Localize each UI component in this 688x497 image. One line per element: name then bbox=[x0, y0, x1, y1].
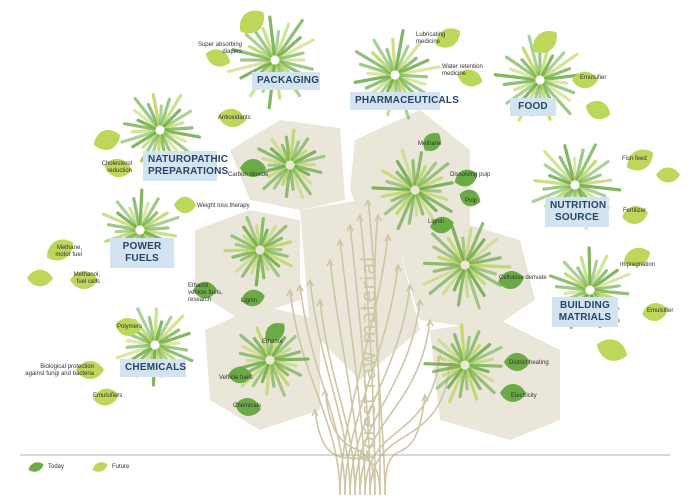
burst-ray bbox=[401, 75, 426, 76]
legend-future-leaf bbox=[91, 460, 109, 474]
burst-ray bbox=[589, 248, 590, 284]
future-leaf bbox=[91, 126, 124, 154]
label-dissolving-pulp: Dissolving pulp bbox=[450, 172, 490, 179]
category-chemicals: CHEMICALS bbox=[120, 359, 186, 377]
label-emulsifiers-chem: Emulsifiers bbox=[93, 393, 122, 400]
burst-ray bbox=[127, 345, 149, 347]
label-lignin-top: Lignin bbox=[428, 219, 444, 226]
label-carbon-dioxide: Carbon dioxide bbox=[228, 172, 268, 179]
label-vehicle-fuels: Vehicle fuels bbox=[219, 375, 253, 382]
label-emulsifier-food: Emulsifier bbox=[580, 75, 606, 82]
label-pulp: Pulp bbox=[465, 198, 477, 205]
category-naturopathic: NATUROPATHIC PREPARATIONS bbox=[143, 151, 217, 181]
burst-ray bbox=[413, 161, 415, 184]
label-impregnation: Impregnation bbox=[620, 262, 655, 269]
label-cholesterol: Cholesterol reduction bbox=[92, 161, 132, 175]
label-district-heating: District heating bbox=[509, 360, 549, 367]
label-super-absorbing: Super absorbing diapers bbox=[184, 42, 242, 56]
burst-ray bbox=[155, 309, 156, 339]
future-leaf bbox=[27, 270, 53, 287]
burst-ray bbox=[166, 128, 192, 130]
burst-ray bbox=[471, 265, 510, 267]
burst-ray bbox=[116, 230, 134, 231]
legend-today-leaf bbox=[27, 460, 45, 474]
burst-ray bbox=[393, 39, 395, 69]
category-nutrition: NUTRITION SOURCE bbox=[545, 197, 609, 227]
trunk-label: Forest raw material bbox=[356, 256, 380, 460]
label-methane-top: Methane bbox=[418, 141, 441, 148]
burst-ray bbox=[425, 364, 459, 365]
canopy-blob bbox=[430, 320, 560, 440]
label-cellulose: Cellulose derivate bbox=[499, 275, 547, 282]
future-leaf bbox=[593, 335, 630, 366]
burst-ray bbox=[471, 365, 501, 366]
burst-ray bbox=[276, 359, 308, 360]
burst-ray bbox=[465, 271, 467, 296]
category-power-fuels: POWER FUELS bbox=[110, 238, 174, 268]
label-electricity: Electricity bbox=[511, 393, 537, 400]
label-antioxidants: Antioxidants bbox=[218, 115, 251, 122]
label-water-retention: Water retention medicine bbox=[442, 64, 492, 78]
label-methane-motor: Methane, motor fuel bbox=[48, 245, 82, 259]
future-leaf bbox=[656, 168, 680, 183]
label-weight-loss: Weight loss therapy bbox=[197, 203, 250, 210]
legend-today-label: Today bbox=[48, 464, 64, 470]
future-leaf bbox=[174, 197, 196, 214]
label-methanol: Methanol, fuel cells bbox=[66, 272, 100, 286]
category-packaging: PACKAGING bbox=[252, 72, 320, 90]
label-lignin-mid: Lignin bbox=[241, 298, 257, 305]
burst-ray bbox=[466, 371, 468, 389]
label-fish-feed: Fish feed bbox=[622, 156, 647, 163]
burst-ray bbox=[132, 130, 154, 131]
category-pharmaceuticals: PHARMACEUTICALS bbox=[350, 92, 440, 110]
label-chemicals: Chemicals bbox=[233, 403, 261, 410]
burst-ray bbox=[146, 228, 168, 230]
burst-ray bbox=[425, 263, 459, 264]
category-building-materials: BUILDING MATRIALS bbox=[552, 297, 618, 327]
label-emulsifier-build: Emulsifier bbox=[647, 308, 673, 315]
label-fertilizer: Fertilizer bbox=[623, 208, 646, 215]
label-ethanol: Ethanol bbox=[262, 339, 282, 346]
future-leaf bbox=[583, 97, 614, 123]
category-food: FOOD bbox=[510, 98, 556, 116]
label-polymers: Polymers bbox=[117, 324, 142, 331]
burst-ray bbox=[463, 238, 465, 259]
legend-future-label: Future bbox=[112, 464, 129, 470]
label-ethanol-vehicle: Ethanol, vehicle fuels, research bbox=[188, 283, 224, 304]
label-bio-protection: Biological protection against fungi and … bbox=[22, 364, 94, 378]
burst-ray bbox=[161, 343, 179, 344]
burst-ray bbox=[140, 190, 142, 224]
label-lubricating: Lubricating medicine bbox=[416, 32, 456, 46]
